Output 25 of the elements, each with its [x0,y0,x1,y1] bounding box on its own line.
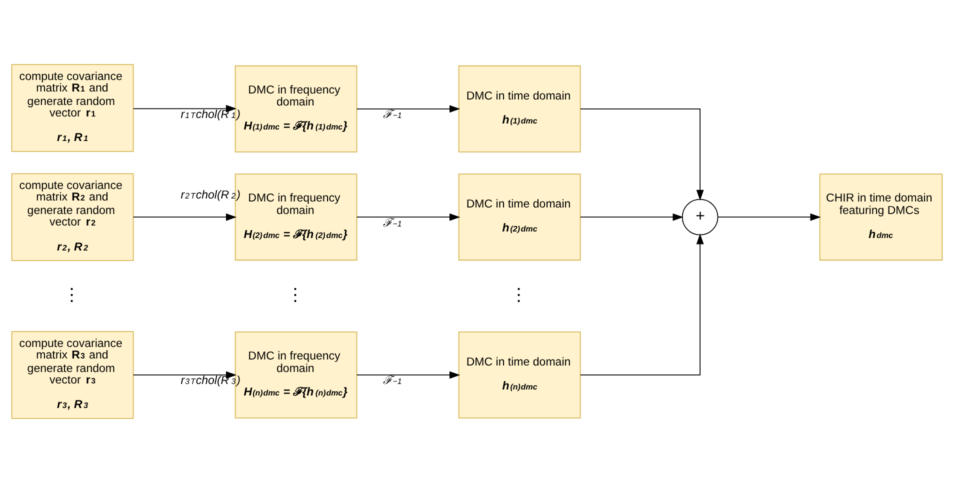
node-box: compute covariance matrix R1 and generate random vector r1 r1, R1 [11,64,134,152]
node-box: compute covariance matrix R2 and generate random vector r2 r2, R2 [11,172,134,261]
arrow [356,370,460,378]
node-circle: + [682,198,718,235]
edge-label: ℱ−1 [382,374,402,387]
arrow [132,212,237,220]
label: ⋮ [63,284,82,304]
arrow [356,104,460,112]
arrow [580,108,704,200]
label: ⋮ [286,284,305,304]
label: ⋮ [510,284,528,304]
arrow [132,370,237,378]
node-box: DMC in time domain h(2)dmc [458,173,581,260]
arrow [580,212,684,220]
arrow [580,233,704,375]
arrow [356,212,460,220]
node-box: CHIR in time domain featuring DMCs hdmc [819,173,943,260]
arrow [718,212,821,220]
edge-label: ℱ−1 [382,108,402,121]
arrow [132,104,237,112]
node-box: DMC in time domain h(1)dmc [458,64,581,152]
edge-label: r1Tchol(R1) [180,108,240,120]
node-box: DMC in time domain h(n)dmc [458,331,581,418]
node-box: compute covariance matrix R3 and generate random vector r3 r3, R3 [11,330,134,418]
edge-label: ℱ−1 [382,216,402,229]
